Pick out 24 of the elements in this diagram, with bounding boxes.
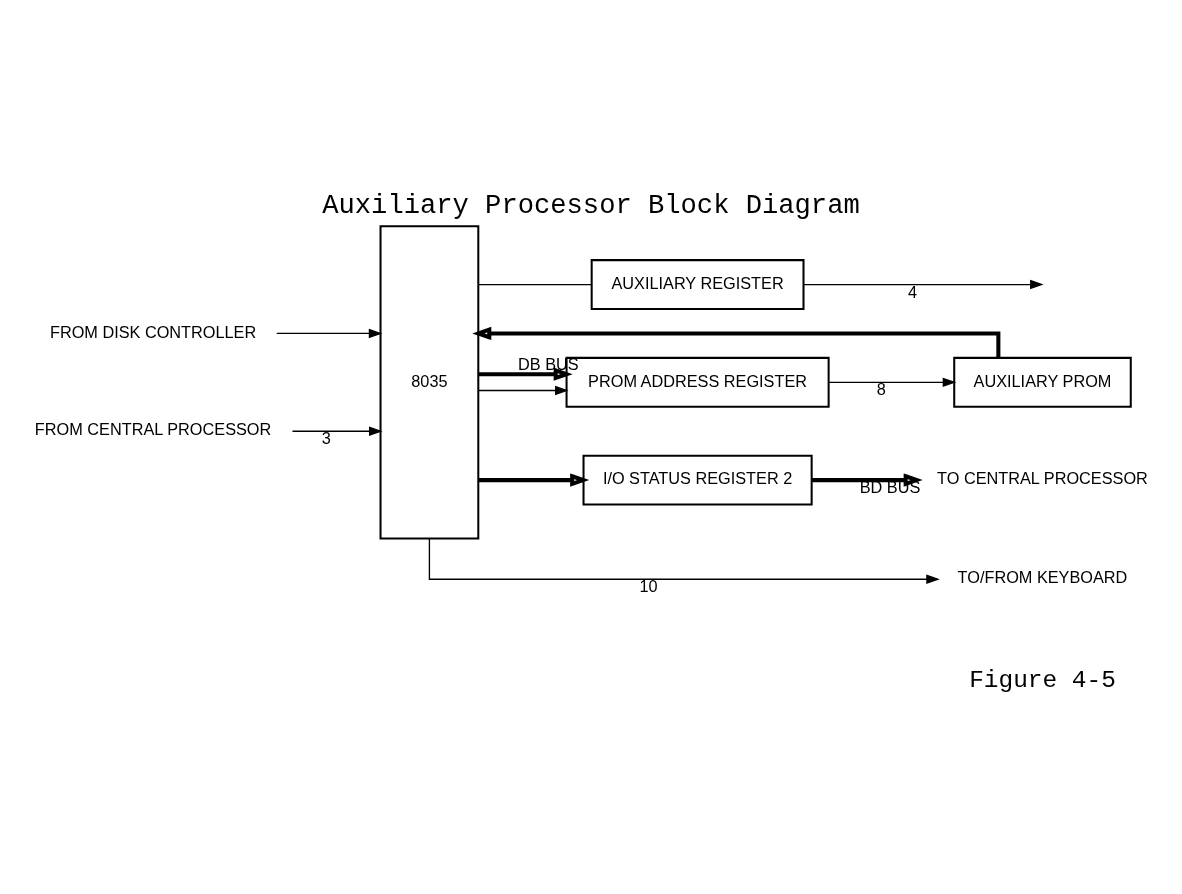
node-text: TO CENTRAL PROCESSOR xyxy=(937,468,1148,487)
arrow xyxy=(811,472,923,487)
connector xyxy=(477,283,593,285)
arrow xyxy=(428,537,940,584)
arrow xyxy=(803,279,1044,289)
node-text: FROM DISK CONTROLLER xyxy=(49,322,257,341)
arrow xyxy=(276,328,383,338)
node-text: TO/FROM KEYBOARD xyxy=(957,567,1128,586)
arrow xyxy=(477,385,569,395)
diagram-title: Auxiliary Processor Block Diagram xyxy=(322,189,860,221)
node-box: 8035 xyxy=(379,224,480,539)
edge-label: 8 xyxy=(876,379,886,398)
caption: Figure 4-5 xyxy=(969,666,1116,694)
edge-label: 4 xyxy=(908,282,918,301)
arrow xyxy=(291,425,383,436)
node-text: FROM CENTRAL PROCESSOR xyxy=(34,419,272,438)
arrow xyxy=(478,367,573,381)
arrow xyxy=(478,472,590,487)
node-box: AUXILIARY PROM xyxy=(953,356,1132,408)
edge-label: 10 xyxy=(639,576,658,595)
arrow xyxy=(828,377,957,387)
node-box: AUXILIARY REGISTER xyxy=(590,258,805,310)
node-box: I/O STATUS REGISTER 2 xyxy=(582,454,813,506)
edge-label: 3 xyxy=(321,428,331,447)
